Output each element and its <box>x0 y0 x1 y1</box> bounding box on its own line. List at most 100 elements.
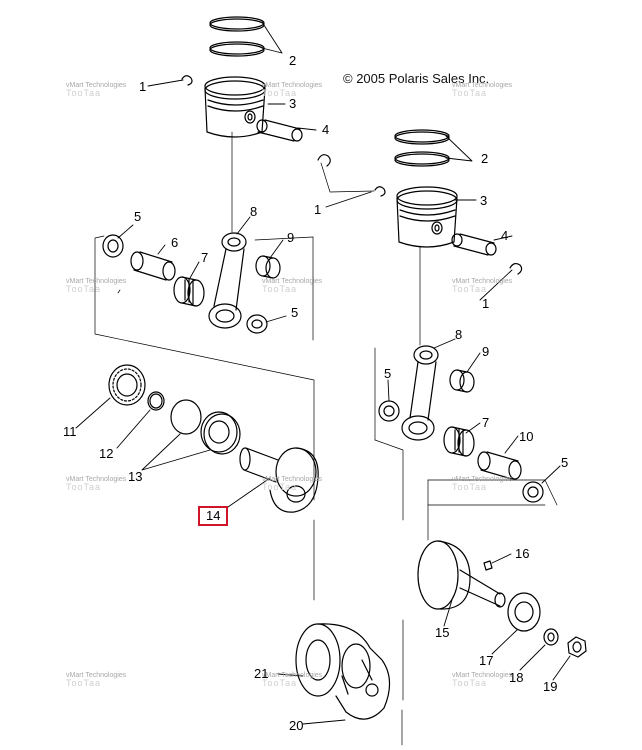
thrust-washer-upper-left <box>102 234 124 258</box>
needle-bearing-small-right <box>477 451 522 480</box>
main-bearing-right <box>507 592 541 632</box>
callout-3-piston[interactable]: 3 <box>289 96 297 111</box>
callout-2-piston-rings[interactable]: 2 <box>481 151 489 166</box>
connecting-rod-right <box>401 345 439 441</box>
watermark: vMart Technologies TooTaa <box>452 278 512 294</box>
callout-10-needle-bearing[interactable]: 10 <box>519 429 534 444</box>
crankshaft-half-right <box>417 540 506 610</box>
watermark-mark: TooTaa <box>66 284 102 294</box>
circlip-left-upper <box>181 75 193 86</box>
callout-1-circlip[interactable]: 1 <box>139 79 147 94</box>
callout-5-thrust-washer[interactable]: 5 <box>291 305 299 320</box>
watermark-mark: TooTaa <box>452 482 488 492</box>
piston-left <box>204 76 266 138</box>
callout-7-needle-bearing[interactable]: 7 <box>482 415 490 430</box>
watermark: vMart Technologies TooTaa <box>66 672 126 688</box>
callout-12-snap-ring[interactable]: 12 <box>99 446 114 461</box>
watermark-brand: vMart Technologies <box>66 278 127 285</box>
wrist-pin-right <box>451 233 497 256</box>
watermark-mark: TooTaa <box>262 284 298 294</box>
callout-17-main-bearing[interactable]: 17 <box>479 653 494 668</box>
watermark-brand: vMart Technologies <box>262 82 323 89</box>
woodruff-key <box>483 560 493 571</box>
piston-rings-right <box>394 129 450 167</box>
snap-ring-left <box>147 391 165 411</box>
watermark-brand: vMart Technologies <box>452 672 513 679</box>
watermark: vMart Technologies TooTaa <box>452 82 512 98</box>
callout-3-piston[interactable]: 3 <box>480 193 488 208</box>
callout-15-crankshaft-half[interactable]: 15 <box>435 625 450 640</box>
thrust-washer-upper-right <box>378 400 400 422</box>
callout-5-thrust-washer[interactable]: 5 <box>384 366 392 381</box>
callout-5-thrust-washer[interactable]: 5 <box>561 455 569 470</box>
watermark: vMart Technologies TooTaa <box>66 278 126 294</box>
watermark-brand: vMart Technologies <box>452 278 513 285</box>
watermark-mark: TooTaa <box>452 284 488 294</box>
circlip-right-upper <box>374 186 386 197</box>
watermark-brand: vMart Technologies <box>66 672 127 679</box>
thrust-washer-lower-left <box>246 314 268 334</box>
crankshaft-center <box>295 623 391 720</box>
leader-lines <box>75 21 571 725</box>
watermark: vMart Technologies TooTaa <box>262 476 322 492</box>
watermark-brand: vMart Technologies <box>452 476 513 483</box>
callout-19-hex-nut[interactable]: 19 <box>543 679 558 694</box>
connecting-rod-left <box>208 232 247 329</box>
watermark-brand: vMart Technologies <box>262 278 323 285</box>
watermark-brand: vMart Technologies <box>66 476 127 483</box>
callout-21-crank-part[interactable]: 21 <box>254 666 269 681</box>
assembly-guide-lines <box>94 131 558 746</box>
watermark: vMart Technologies TooTaa <box>66 476 126 492</box>
watermark: vMart Technologies TooTaa <box>66 82 126 98</box>
watermark: vMart Technologies TooTaa <box>452 672 512 688</box>
watermark-mark: TooTaa <box>66 482 102 492</box>
callout-20-crankshaft-center[interactable]: 20 <box>289 718 304 733</box>
washer-right <box>543 628 559 646</box>
callout-18-washer[interactable]: 18 <box>509 670 524 685</box>
needle-bearing-left <box>173 276 205 307</box>
main-bearing-left <box>108 364 146 406</box>
callout-1-circlip[interactable]: 1 <box>314 202 322 217</box>
copyright-notice: © 2005 Polaris Sales Inc. <box>343 71 490 86</box>
callout-8-connecting-rod[interactable]: 8 <box>455 327 463 342</box>
callout-5-thrust-washer[interactable]: 5 <box>134 209 142 224</box>
callout-1-circlip[interactable]: 1 <box>482 296 490 311</box>
hex-nut <box>567 636 587 658</box>
seal-rings-left <box>170 399 241 455</box>
watermark-mark: TooTaa <box>452 678 488 688</box>
wrist-pin-left <box>256 119 303 142</box>
callout-8-connecting-rod[interactable]: 8 <box>250 204 258 219</box>
watermark-mark: TooTaa <box>262 482 298 492</box>
callout-9-small-end-bearing[interactable]: 9 <box>482 344 490 359</box>
thrust-washer-lower-right <box>522 481 544 503</box>
callout-9-small-end-bearing[interactable]: 9 <box>287 230 295 245</box>
watermark-brand: vMart Technologies <box>262 476 323 483</box>
watermark-mark: TooTaa <box>452 88 488 98</box>
watermark: vMart Technologies TooTaa <box>262 672 322 688</box>
crankshaft-half-left <box>239 447 319 513</box>
callout-14-crankshaft-half-selected[interactable]: 14 <box>198 506 229 526</box>
piston-rings-left <box>209 16 265 57</box>
callout-4-wrist-pin[interactable]: 4 <box>322 122 330 137</box>
callout-2-piston-rings[interactable]: 2 <box>289 53 297 68</box>
watermark-brand: vMart Technologies <box>262 672 323 679</box>
needle-bearing-right <box>443 426 475 457</box>
callout-7-needle-bearing[interactable]: 7 <box>201 250 209 265</box>
watermark: vMart Technologies TooTaa <box>452 476 512 492</box>
needle-bearing-small-left <box>130 251 176 281</box>
circlip-left-lower <box>317 154 331 167</box>
callout-11-main-bearing[interactable]: 11 <box>63 424 77 439</box>
callout-6-needle-bearing[interactable]: 6 <box>171 235 179 250</box>
watermark-brand: vMart Technologies <box>452 82 513 89</box>
watermark-mark: TooTaa <box>262 88 298 98</box>
callout-4-wrist-pin[interactable]: 4 <box>501 228 509 243</box>
piston-right <box>396 186 458 248</box>
watermark-mark: TooTaa <box>262 678 298 688</box>
circlip-right-lower <box>509 262 523 275</box>
callout-13-seal-rings[interactable]: 13 <box>128 469 143 484</box>
watermark-mark: TooTaa <box>66 678 102 688</box>
watermark: vMart Technologies TooTaa <box>262 278 322 294</box>
callout-16-woodruff-key[interactable]: 16 <box>515 546 530 561</box>
